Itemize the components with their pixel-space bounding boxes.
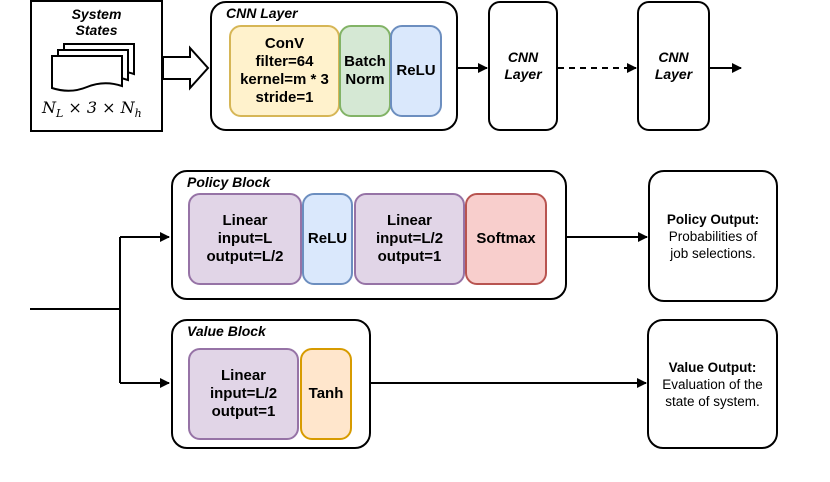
value-block-title: Value Block [187, 323, 266, 339]
policy-linear2-box: Linear input=L/2 output=1 [354, 193, 465, 285]
value-output-box: Value Output: Evaluation of the state of… [647, 319, 778, 449]
cnn-layer-box-1: CNN Layer [488, 1, 558, 131]
system-states-title: System States [71, 6, 122, 38]
policy-output-desc: Probabilities of job selections. [668, 228, 758, 261]
relu-box-cnn: ReLU [390, 25, 442, 117]
cnn-layer-box-2: CNN Layer [637, 1, 710, 131]
policy-relu-box: ReLU [302, 193, 353, 285]
conv-layer-box: ConV filter=64 kernel=m * 3 stride=1 [229, 25, 340, 117]
state-dimension-formula: NL × 3 × Nh [42, 98, 142, 121]
cnn-layer-panel-title: CNN Layer [226, 5, 298, 21]
input-block-arrow [162, 45, 210, 91]
softmax-box: Softmax [465, 193, 547, 285]
document-stack-icon [51, 43, 135, 92]
tanh-box: Tanh [300, 348, 352, 440]
batch-norm-box: Batch Norm [339, 25, 391, 117]
value-output-title: Value Output: [668, 359, 757, 375]
value-linear-box: Linear input=L/2 output=1 [188, 348, 299, 440]
policy-block-title: Policy Block [187, 174, 271, 190]
system-states-box: System States NL × 3 × Nh [30, 0, 163, 132]
policy-linear1-box: Linear input=L output=L/2 [188, 193, 302, 285]
policy-output-box: Policy Output: Probabilities of job sele… [648, 170, 778, 302]
policy-output-title: Policy Output: [666, 211, 760, 227]
value-output-desc: Evaluation of the state of system. [662, 376, 763, 409]
